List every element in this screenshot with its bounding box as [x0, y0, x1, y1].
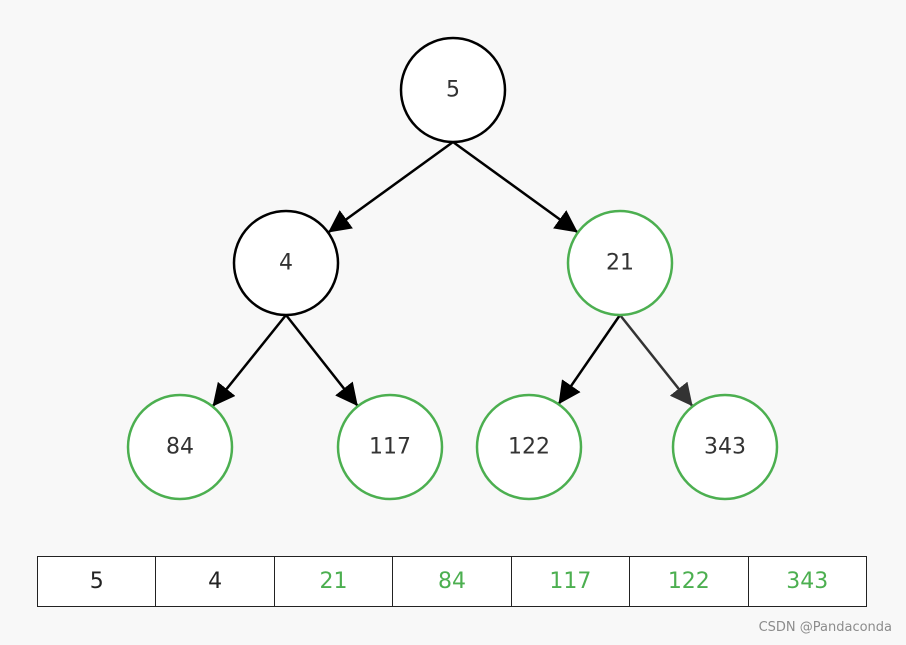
array-cell: 5 — [38, 557, 157, 606]
edge-n21-n343 — [619, 314, 694, 408]
node-circle — [126, 393, 234, 501]
node-circle — [475, 393, 583, 501]
edge-n5-n21 — [452, 140, 579, 234]
array-cell: 343 — [786, 569, 829, 594]
array-cell: 117 — [512, 557, 631, 606]
tree-node-84: 84 — [126, 393, 234, 501]
edge-n4-n84 — [211, 314, 287, 408]
node-label: 117 — [369, 435, 411, 460]
array-cell: 4 — [156, 557, 275, 606]
node-label: 21 — [606, 251, 634, 276]
array-cell: 84 — [393, 557, 512, 606]
array-cell: 122 — [630, 557, 749, 606]
tree-node-21: 21 — [566, 209, 674, 317]
edge-n5-n4 — [327, 140, 454, 234]
edge-n21-n122 — [557, 314, 622, 405]
tree-node-117: 117 — [336, 393, 444, 501]
tree-node-122: 122 — [475, 393, 583, 501]
tree-edges — [211, 140, 694, 408]
tree-node-5: 5 — [399, 36, 507, 144]
node-circle — [336, 393, 444, 501]
tree-nodes: 5 4 21 84 117 122 343 — [126, 36, 779, 501]
node-circle — [232, 209, 340, 317]
node-circle — [399, 36, 507, 144]
node-circle — [671, 393, 779, 501]
node-circle — [566, 209, 674, 317]
node-label: 4 — [279, 251, 293, 276]
node-label: 122 — [508, 435, 550, 460]
binary-tree-diagram: 5 4 21 84 117 122 343 — [126, 36, 779, 501]
edge-n4-n117 — [285, 314, 359, 407]
node-label: 343 — [704, 435, 746, 460]
node-label: 5 — [446, 78, 460, 103]
array-cell: 21 — [275, 557, 394, 606]
tree-node-343: 343 — [671, 393, 779, 501]
tree-node-4: 4 — [232, 209, 340, 317]
node-label: 84 — [166, 435, 194, 460]
watermark: CSDN @Pandaconda — [758, 620, 892, 635]
